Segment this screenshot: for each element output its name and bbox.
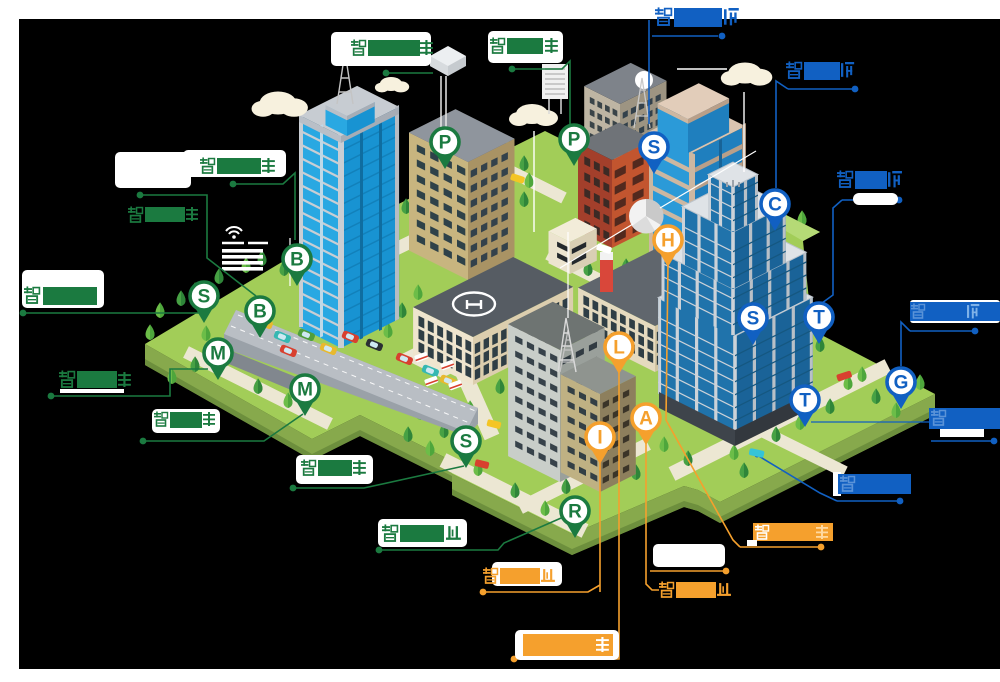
svg-text:S: S [460, 432, 473, 453]
svg-text:L: L [613, 338, 625, 359]
svg-text:I: I [597, 428, 602, 449]
svg-text:C: C [768, 195, 782, 216]
svg-text:P: P [568, 130, 581, 151]
svg-text:P: P [439, 133, 452, 154]
svg-text:H: H [661, 231, 675, 252]
svg-text:T: T [813, 308, 825, 329]
svg-text:S: S [747, 309, 760, 330]
svg-text:S: S [648, 138, 661, 159]
svg-text:A: A [639, 409, 653, 430]
svg-text:B: B [253, 302, 267, 323]
svg-text:S: S [198, 287, 211, 308]
svg-text:B: B [290, 250, 304, 271]
svg-text:G: G [894, 373, 909, 394]
svg-text:R: R [568, 502, 582, 523]
svg-text:M: M [210, 344, 226, 365]
svg-text:M: M [297, 380, 313, 401]
svg-text:T: T [799, 391, 811, 412]
